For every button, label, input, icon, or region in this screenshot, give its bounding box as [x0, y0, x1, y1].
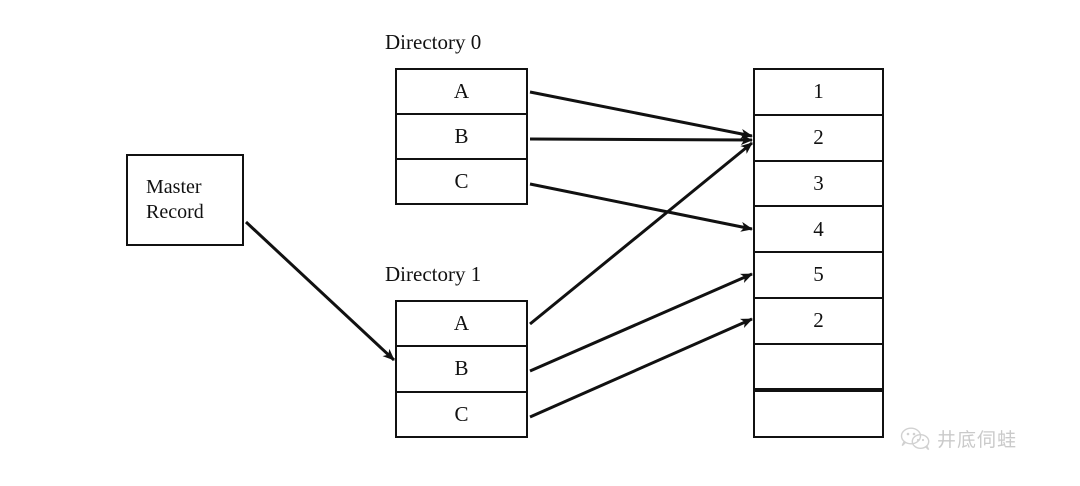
block-cell-1[interactable]: 1	[755, 70, 882, 116]
block-cell-6[interactable]: 2	[755, 299, 882, 345]
arrow-master-to-directory1	[244, 220, 396, 362]
block-cell-3[interactable]: 3	[755, 162, 882, 208]
directory-1-caption: Directory 1	[385, 262, 482, 286]
directory-1-entry-c[interactable]: C	[454, 401, 469, 426]
directory-1-box: A B C	[395, 300, 528, 438]
directory-1-entry-b[interactable]: B	[397, 347, 526, 393]
directory-0-caption: Directory 0	[385, 30, 482, 54]
directory-1-entry-a[interactable]: A	[397, 302, 526, 348]
arrow-dir0-a-to-block2	[529, 90, 753, 139]
block-cell-2[interactable]: 2	[755, 116, 882, 162]
wechat-icon	[900, 426, 930, 450]
directory-0-entry-b[interactable]: B	[397, 115, 526, 160]
master-record-line1: Master	[146, 176, 202, 198]
disk-block-column: 1 2 3 4 5 2	[753, 68, 884, 438]
directory-0-entry-c[interactable]: C	[454, 169, 469, 193]
block-cell-8[interactable]	[755, 392, 882, 436]
watermark: 井底伺蛙	[900, 425, 1017, 452]
arrow-dir0-b-to-block2	[529, 134, 753, 145]
watermark-text: 井底伺蛙	[937, 429, 1018, 451]
directory-0-entry-a[interactable]: A	[397, 70, 526, 115]
master-record-box: Master Record	[126, 154, 244, 246]
block-cell-5[interactable]: 5	[755, 253, 882, 299]
block-cell-7[interactable]	[755, 345, 882, 393]
arrow-dir1-b-to-block5	[529, 272, 753, 373]
arrow-dir1-c-to-block6	[529, 317, 753, 419]
arrow-dir1-a-to-block2	[529, 141, 753, 326]
arrow-dir0-c-to-block4	[529, 182, 753, 232]
master-record-line2: Record	[146, 201, 204, 223]
block-cell-4[interactable]: 4	[755, 207, 882, 253]
directory-0-box: A B C	[395, 68, 528, 205]
